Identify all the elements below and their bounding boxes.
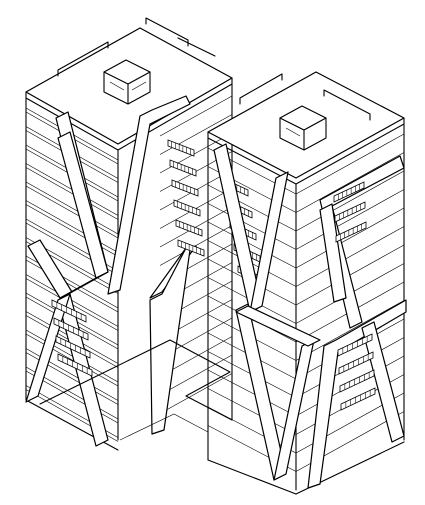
stair-flight bbox=[167, 139, 195, 157]
floor-line bbox=[207, 369, 297, 417]
floor-line bbox=[25, 333, 119, 387]
stair-flight bbox=[51, 299, 87, 323]
floor-line bbox=[295, 170, 405, 232]
left-tower-roof bbox=[25, 27, 233, 145]
right-rooftop-box bbox=[279, 105, 327, 151]
stair-flight bbox=[335, 221, 367, 243]
floor-line bbox=[295, 300, 405, 361]
floor-line bbox=[159, 206, 233, 248]
floor-line bbox=[159, 95, 233, 137]
right-roof-parapet bbox=[239, 73, 283, 105]
stair-flight bbox=[338, 351, 374, 375]
floor-line bbox=[295, 133, 405, 195]
stair-flight bbox=[171, 179, 199, 197]
center-brace-left bbox=[107, 95, 191, 295]
left-stair-flights bbox=[51, 299, 93, 377]
right-stair-flights-upper bbox=[333, 181, 367, 243]
stair-flight bbox=[57, 353, 93, 377]
right-stair-flights-lower bbox=[337, 333, 376, 411]
floor-line bbox=[25, 200, 119, 253]
left-roof-parapet bbox=[57, 41, 109, 77]
floor-line bbox=[25, 185, 119, 239]
left-front-brace-chevron bbox=[27, 239, 73, 299]
ground-outline bbox=[39, 339, 233, 421]
floor-line bbox=[159, 354, 233, 396]
left-rooftop-box bbox=[103, 59, 151, 105]
stair-flight bbox=[53, 317, 89, 341]
floor-line bbox=[295, 189, 405, 250]
stair-flight bbox=[337, 333, 373, 357]
stair-flight bbox=[334, 201, 366, 223]
floor-line bbox=[25, 204, 119, 257]
floor-line bbox=[295, 226, 405, 287]
stair-flight bbox=[177, 239, 205, 257]
left-tower bbox=[25, 17, 265, 451]
floor-line bbox=[295, 207, 405, 269]
floor-line bbox=[207, 388, 297, 435]
stair-flight bbox=[55, 335, 91, 359]
stair-flight bbox=[340, 387, 376, 411]
stair-flight bbox=[169, 159, 197, 177]
stair-flight bbox=[175, 219, 203, 237]
floor-line bbox=[25, 181, 119, 235]
stair-flight bbox=[339, 369, 375, 393]
stair-flight bbox=[333, 181, 365, 203]
floor-line bbox=[207, 203, 297, 250]
floor-line bbox=[25, 167, 119, 220]
floor-line bbox=[295, 152, 405, 213]
floor-line bbox=[207, 221, 297, 269]
right-tower bbox=[207, 71, 407, 495]
floor-line bbox=[207, 184, 297, 232]
floor-line bbox=[159, 373, 233, 414]
stair-flight bbox=[173, 199, 201, 217]
